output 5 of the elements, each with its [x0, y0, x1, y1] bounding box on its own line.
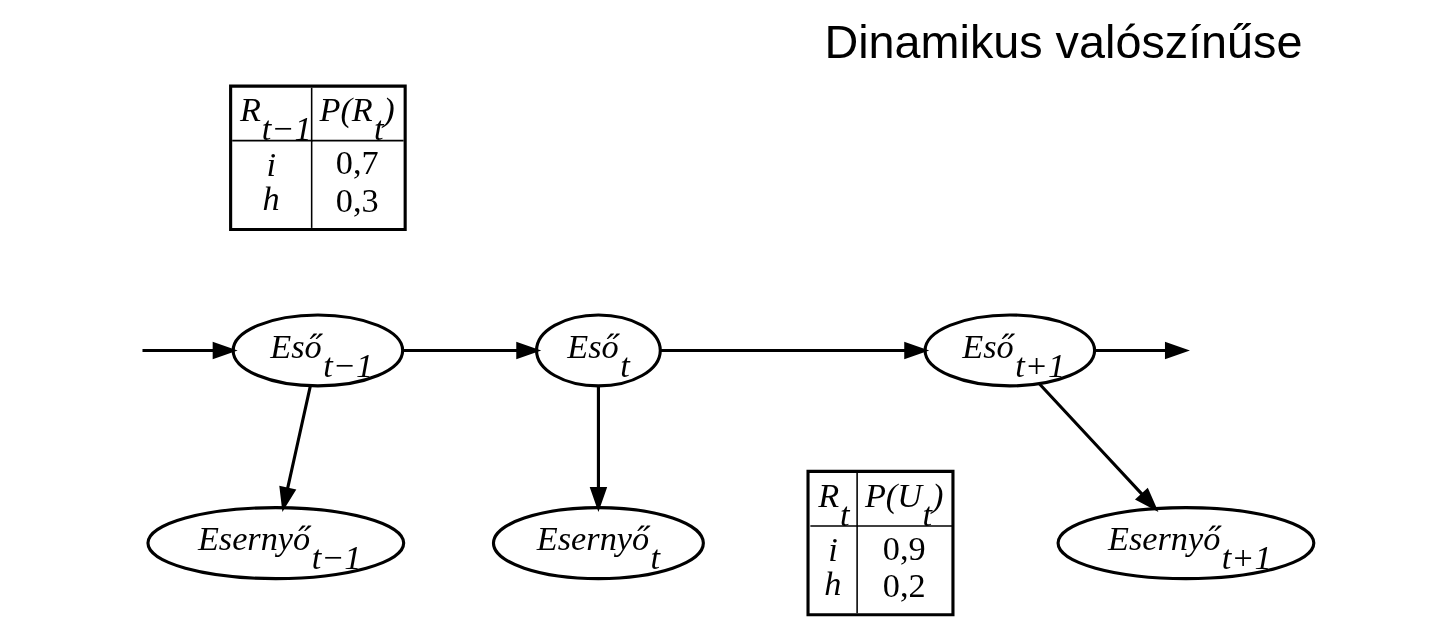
- label: 0,7: [335, 143, 379, 182]
- label: 0,3: [335, 180, 379, 219]
- label: 0,9: [882, 528, 926, 567]
- label: 0,2: [882, 566, 926, 605]
- diagram-title: Dinamikus valószínűse: [823, 16, 1303, 69]
